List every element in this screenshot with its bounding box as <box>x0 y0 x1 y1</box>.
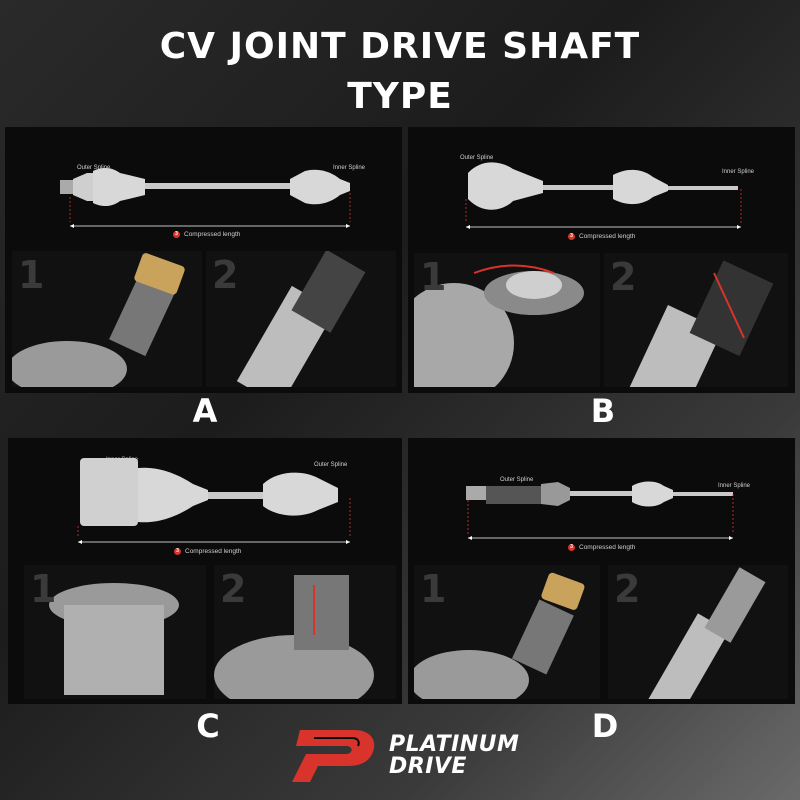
inner-spline-label: Inner Spline <box>106 457 139 463</box>
detail-photo-1: 1 <box>414 565 600 699</box>
detail-photo-2: 2 <box>214 565 396 699</box>
outer-spline-label: Outer Spline <box>314 462 348 468</box>
photo-number: 2 <box>610 255 637 299</box>
type-letter-d: D <box>591 707 619 745</box>
outer-spline-closeup <box>414 264 584 387</box>
inner-spline-closeup <box>625 260 774 387</box>
photo-number: 1 <box>18 253 45 297</box>
photo-number: 2 <box>220 567 247 611</box>
drive-shaft-diagram <box>60 167 351 228</box>
detail-photo-1: 1 <box>12 251 202 387</box>
detail-photo-2: 2 <box>604 253 788 387</box>
outer-spline-closeup <box>414 572 585 699</box>
type-letter-c: C <box>196 707 220 745</box>
marker-3: 3 <box>173 231 180 238</box>
outer-spline-closeup <box>214 575 374 699</box>
inner-spline-closeup <box>49 583 179 695</box>
page-title-line1: CV JOINT DRIVE SHAFT <box>159 26 641 67</box>
brand-name-line1: PLATINUM <box>389 732 520 757</box>
drive-shaft-diagram <box>77 458 351 544</box>
inner-spline-closeup <box>236 251 366 387</box>
inner-spline-label: Inner Spline <box>722 169 755 175</box>
drive-shaft-diagram <box>466 481 734 540</box>
brand-name-line2: DRIVE <box>389 754 467 779</box>
inner-spline-label: Inner Spline <box>333 165 366 171</box>
page-title-line2: TYPE <box>347 76 453 117</box>
photo-number: 2 <box>212 253 239 297</box>
outer-spline-label: Outer Spline <box>77 165 111 171</box>
photo-number: 1 <box>420 567 447 611</box>
marker-3: 3 <box>568 233 575 240</box>
marker-3: 3 <box>174 548 181 555</box>
photo-number: 1 <box>420 255 447 299</box>
inner-spline-label: Inner Spline <box>718 483 751 489</box>
outer-spline-closeup <box>12 253 185 387</box>
photo-number: 1 <box>30 567 57 611</box>
detail-photo-2: 2 <box>608 565 788 699</box>
type-letter-b: B <box>590 392 616 430</box>
outer-spline-label: Outer Spline <box>500 477 534 483</box>
type-letter-a: A <box>192 392 218 430</box>
marker-3: 3 <box>568 544 575 551</box>
photo-number: 2 <box>614 567 641 611</box>
inner-spline-closeup <box>642 567 766 699</box>
detail-photo-1: 1 <box>24 565 206 699</box>
platinum-drive-logo-icon <box>292 730 375 782</box>
drive-shaft-diagram <box>465 162 742 229</box>
detail-photo-2: 2 <box>206 251 396 387</box>
detail-photo-1: 1 <box>414 253 600 387</box>
outer-spline-label: Outer Spline <box>460 155 494 161</box>
